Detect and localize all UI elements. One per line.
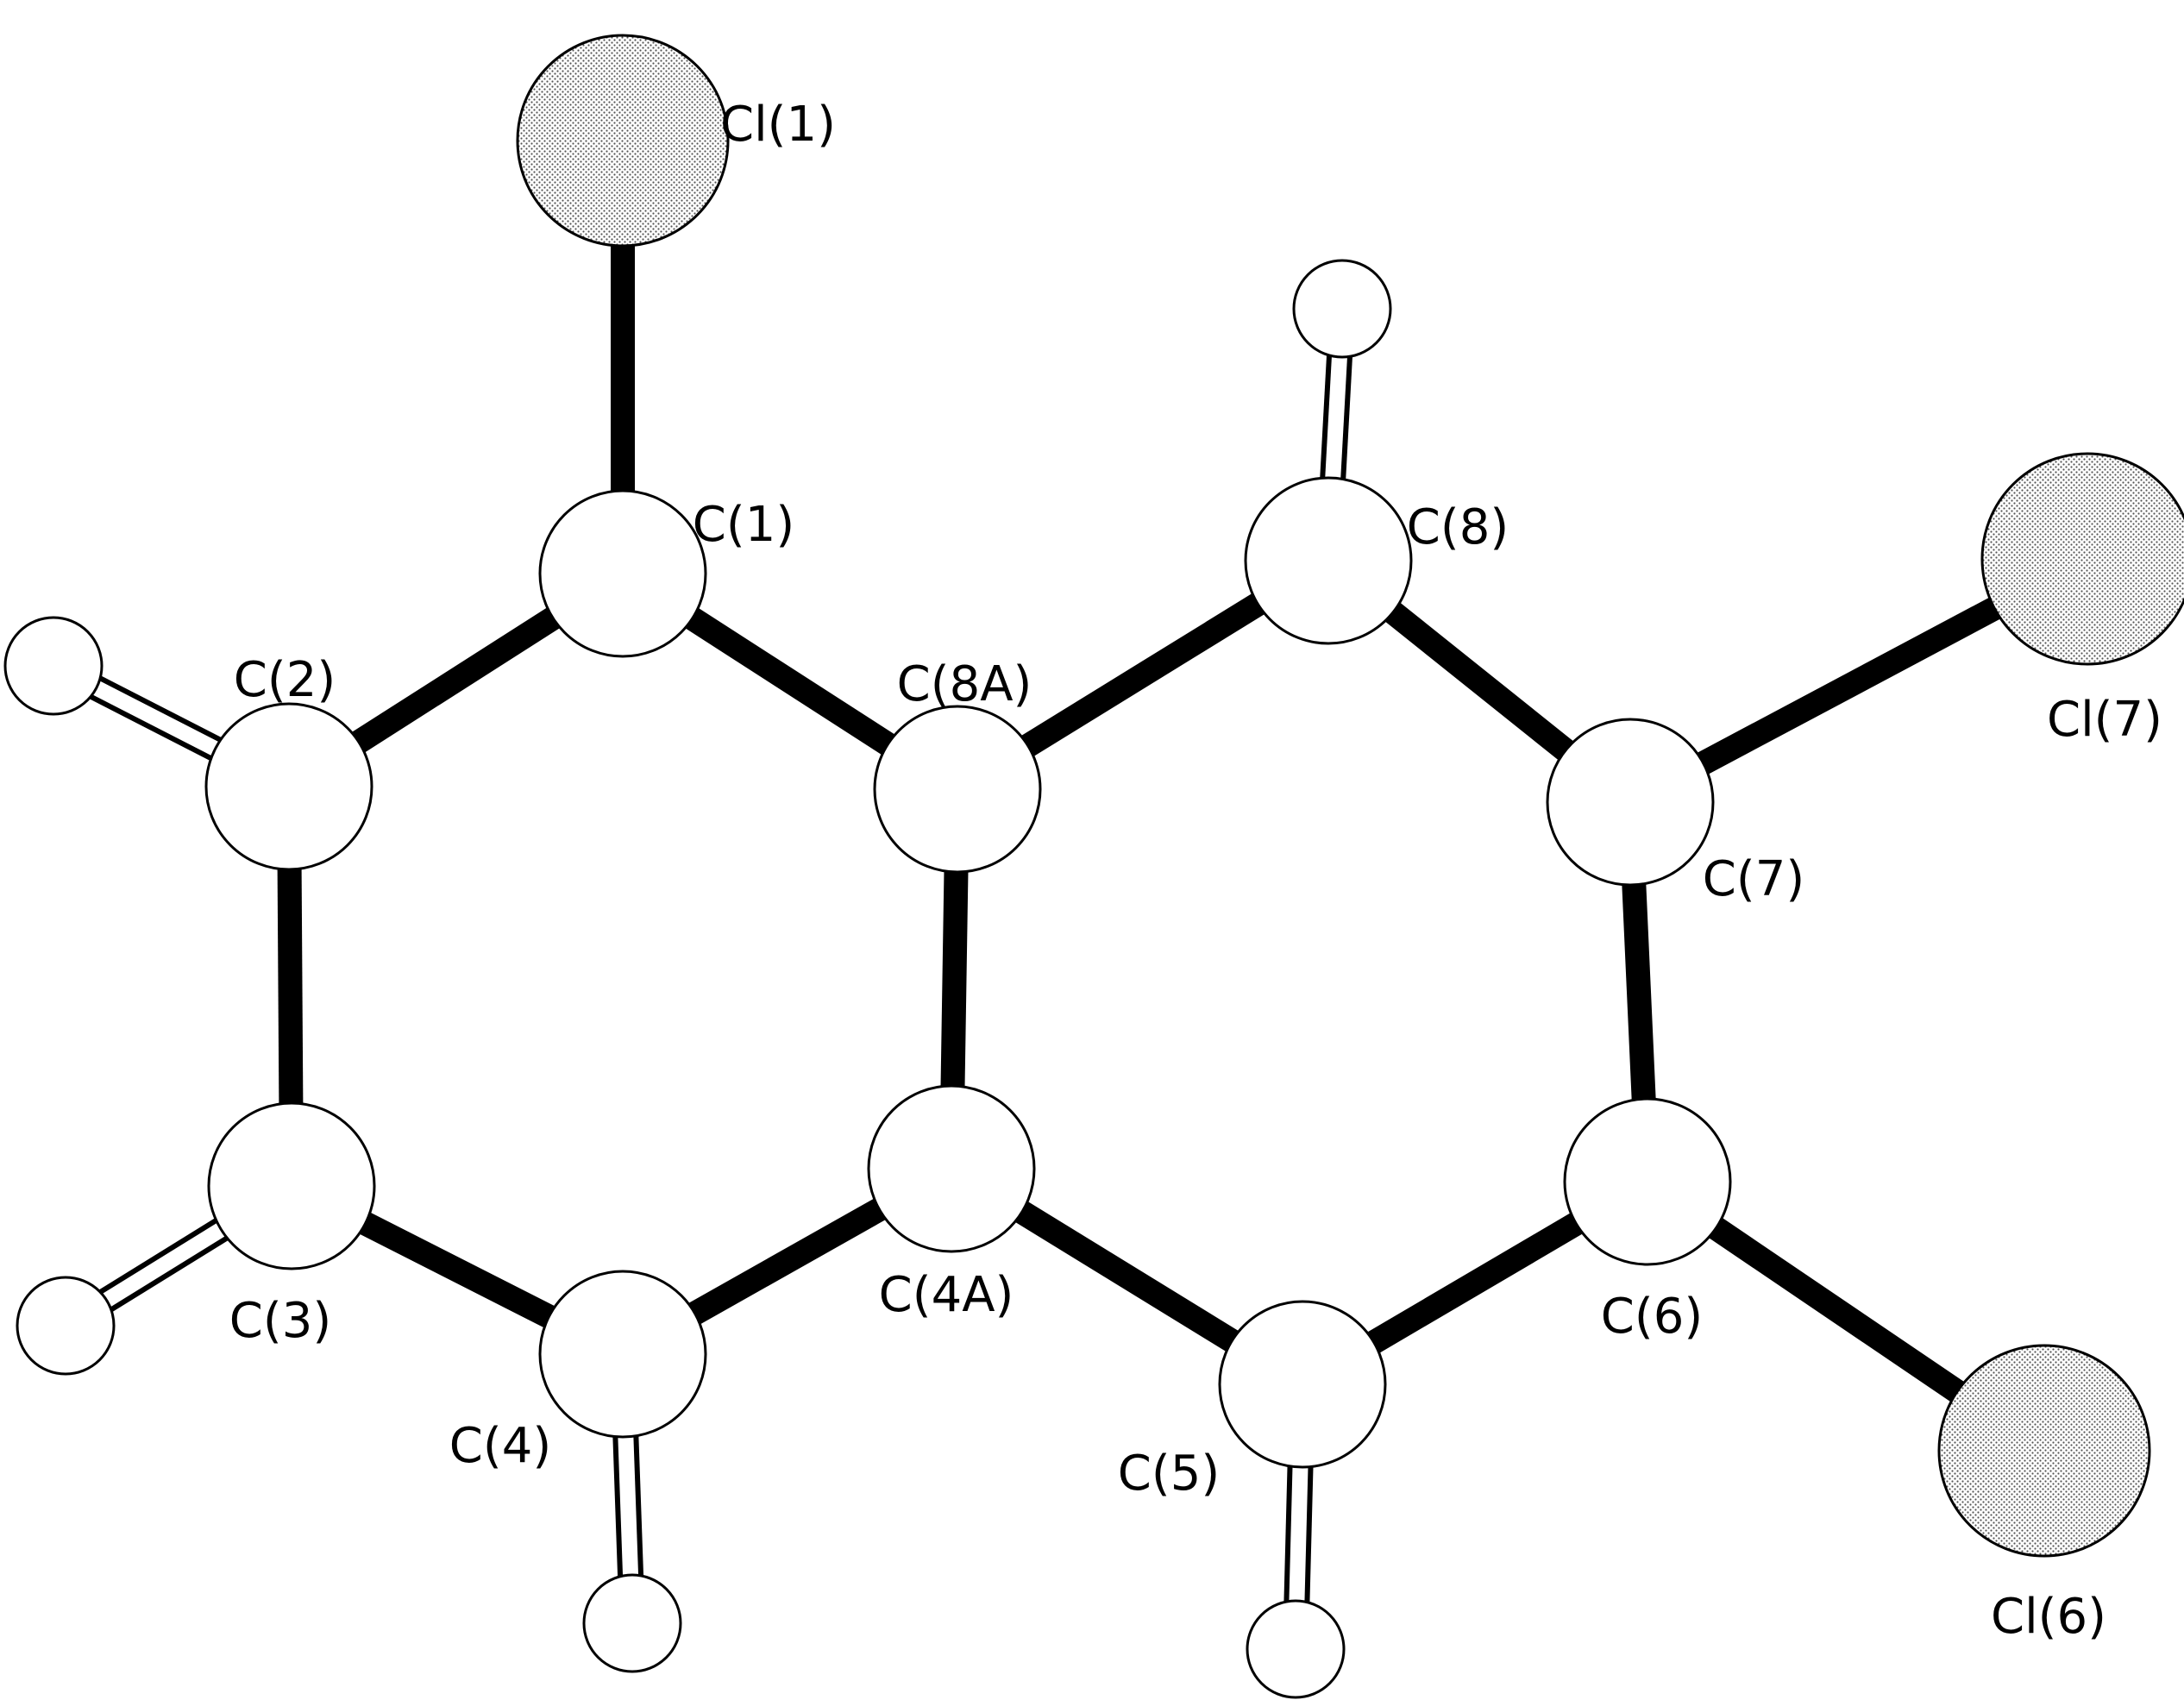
- atom-h5: [1246, 1599, 1346, 1699]
- atom-c2: [204, 702, 373, 871]
- atom-layer: [3, 34, 2184, 1699]
- atom-c8: [1244, 476, 1413, 645]
- atom-c7: [1546, 718, 1715, 887]
- label-layer: Cl(1) Cl(7) Cl(6) C(1) C(2) C(3) C(4) C(4A) C(5)…: [229, 97, 2162, 1645]
- atom-label-cl6: Cl(6): [1991, 1589, 2106, 1645]
- atom-label-c5: C(5): [1118, 1446, 1220, 1502]
- atom-c1: [538, 489, 707, 658]
- atom-c8a: [873, 705, 1042, 874]
- atom-h2: [3, 616, 104, 716]
- atom-label-c6: C(6): [1601, 1289, 1703, 1345]
- atom-label-c3: C(3): [229, 1293, 331, 1349]
- atom-c6: [1563, 1097, 1732, 1266]
- atom-label-cl7: Cl(7): [2047, 692, 2162, 748]
- atom-h3: [16, 1276, 116, 1376]
- atom-h8: [1292, 259, 1392, 359]
- atom-label-c8a: C(8A): [897, 656, 1032, 712]
- atom-cl1: [516, 34, 730, 248]
- atom-h4: [582, 1573, 682, 1673]
- atom-cl6: [1937, 1344, 2151, 1558]
- atom-c4a: [867, 1084, 1036, 1253]
- atom-c3: [207, 1101, 376, 1270]
- atom-c4: [538, 1270, 707, 1439]
- atom-label-c2: C(2): [234, 652, 336, 708]
- atom-label-c4: C(4): [449, 1418, 551, 1474]
- atom-cl7: [1980, 452, 2184, 666]
- atom-label-c7: C(7): [1703, 851, 1804, 907]
- atom-label-cl1: Cl(1): [720, 97, 836, 153]
- atom-label-c1: C(1): [693, 497, 794, 553]
- atom-label-c4a: C(4A): [879, 1267, 1014, 1323]
- atom-c5: [1218, 1300, 1387, 1469]
- atom-label-c8: C(8): [1407, 499, 1509, 555]
